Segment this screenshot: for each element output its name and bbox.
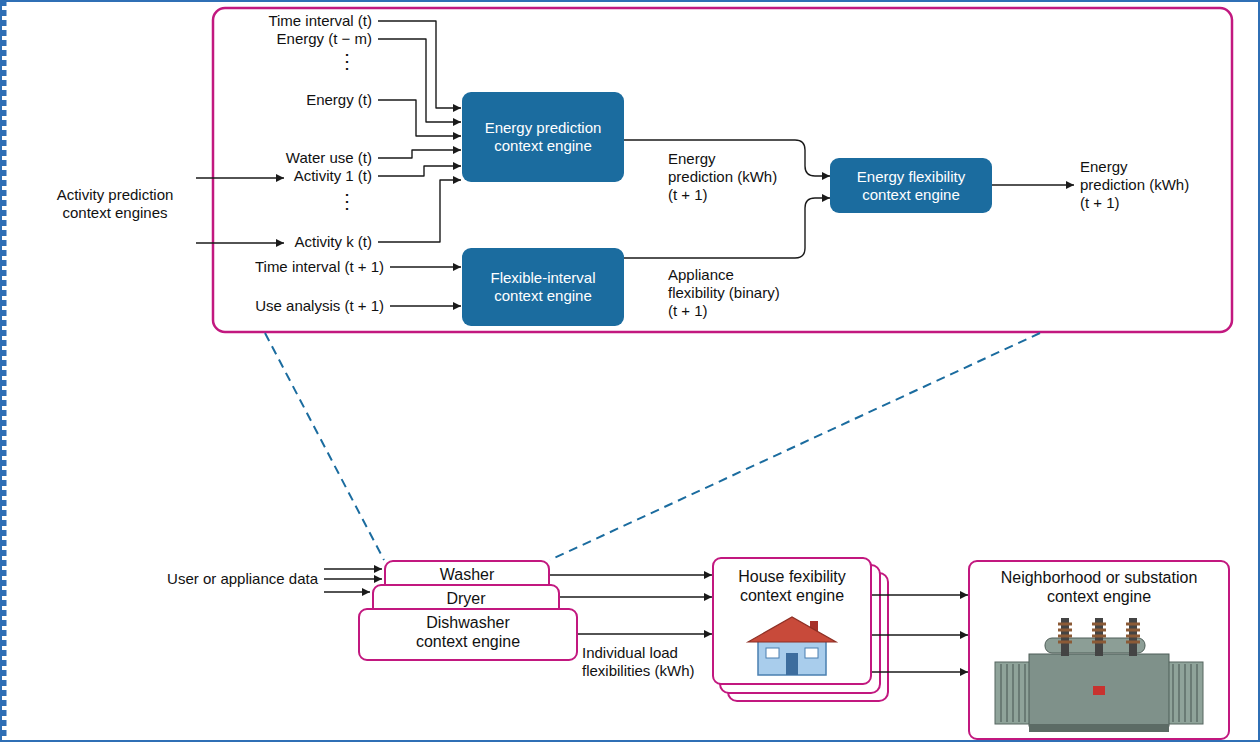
zoom-line	[265, 333, 384, 560]
text-group: Dryer	[382, 589, 550, 608]
flow-arrow	[560, 596, 712, 597]
house-wall	[758, 639, 826, 675]
input-arrow	[378, 39, 461, 122]
input-arrow	[390, 266, 461, 267]
flow-arrow	[872, 671, 968, 672]
house-engine-box: House fexibility context engine	[712, 557, 872, 685]
ellipsis-mark: ⋮	[336, 190, 358, 212]
house-window	[805, 648, 818, 658]
input-label: Activity 1 (t)	[294, 167, 372, 185]
house-window	[766, 648, 779, 658]
text-group: Flexible-interval context engine	[472, 269, 614, 305]
input-label: Activity k (t)	[295, 233, 373, 251]
transformer-base	[1029, 724, 1169, 732]
input-arrow	[390, 305, 461, 306]
house-title: House fexibility context engine	[724, 567, 860, 605]
house-icon	[744, 613, 840, 677]
text-group: Energy prediction context engine	[472, 119, 614, 155]
source-label: Activity prediction context engines	[40, 186, 190, 222]
transformer-radiator	[1167, 662, 1203, 724]
transformer-icon	[989, 616, 1209, 734]
input-arrow	[324, 578, 382, 579]
rating-plate	[1093, 686, 1105, 695]
input-arrow	[378, 21, 461, 108]
engine-box: Energy prediction context engine	[462, 92, 624, 182]
flow-arrow	[624, 198, 830, 258]
flow-arrow	[872, 594, 968, 595]
engine-box: Energy flexibility context engine	[830, 158, 992, 213]
input-arrow	[196, 242, 284, 243]
appliance-engine-box: Dishwasher context engine	[358, 608, 578, 661]
house-roof	[748, 617, 836, 642]
input-label: Time interval (t)	[268, 12, 372, 30]
input-arrow	[378, 150, 461, 158]
input-arrow	[378, 100, 461, 136]
engine-box: Flexible-interval context engine	[462, 248, 624, 326]
text-group: Energy flexibility context engine	[840, 168, 982, 204]
input-label: Use analysis (t + 1)	[255, 297, 384, 315]
output-arrow	[992, 184, 1074, 185]
substation-title: Neighborhood or substation context engin…	[980, 568, 1218, 606]
text-group: Neighborhood or substation context engin…	[980, 568, 1218, 606]
appliance-title: Dishwasher context engine	[404, 613, 532, 651]
radiator-fins	[1173, 664, 1197, 722]
engine-title: Energy prediction context engine	[472, 119, 614, 155]
engine-title: Energy flexibility context engine	[840, 168, 982, 204]
output-label: Energy prediction (kWh) (t + 1)	[1080, 158, 1194, 212]
edge-label: Energy prediction (kWh) (t + 1)	[668, 150, 782, 204]
flow-arrow	[872, 634, 968, 635]
input-label: Time interval (t + 1)	[255, 258, 384, 276]
radiator-fins	[1001, 664, 1025, 722]
text-group: House fexibility context engine	[724, 567, 860, 605]
text-group: Washer	[394, 565, 540, 584]
bushing-discs	[1058, 624, 1140, 642]
edge-stripe	[2, 0, 7, 742]
edge-label: Appliance flexibility (binary) (t + 1)	[668, 266, 782, 320]
input-label: Water use (t)	[286, 149, 372, 167]
input-label: Energy (t)	[306, 91, 372, 109]
engine-title: Flexible-interval context engine	[472, 269, 614, 305]
input-label: Energy (t − m)	[277, 30, 372, 48]
module-outline	[213, 8, 1232, 332]
transformer-tank	[1029, 654, 1169, 726]
transformer-radiator	[995, 662, 1031, 724]
zoom-line	[550, 333, 1040, 560]
house-door	[786, 653, 798, 675]
input-arrow	[324, 568, 382, 569]
edge-label: Individual load flexibilities (kWh)	[582, 644, 706, 680]
text-group: Dishwasher context engine	[404, 613, 532, 651]
appliance-title: Dryer	[382, 589, 550, 608]
input-arrow	[378, 166, 461, 176]
flow-arrow	[578, 633, 712, 634]
source-label: User or appliance data	[167, 570, 318, 588]
input-arrows	[196, 21, 1074, 592]
ellipsis-mark: ⋮	[336, 50, 358, 72]
input-arrow	[196, 177, 284, 178]
appliance-title: Washer	[394, 565, 540, 584]
flow-arrow	[550, 574, 712, 575]
substation-engine-box: Neighborhood or substation context engin…	[968, 560, 1230, 740]
input-arrow	[378, 180, 461, 242]
input-arrow	[324, 591, 370, 592]
